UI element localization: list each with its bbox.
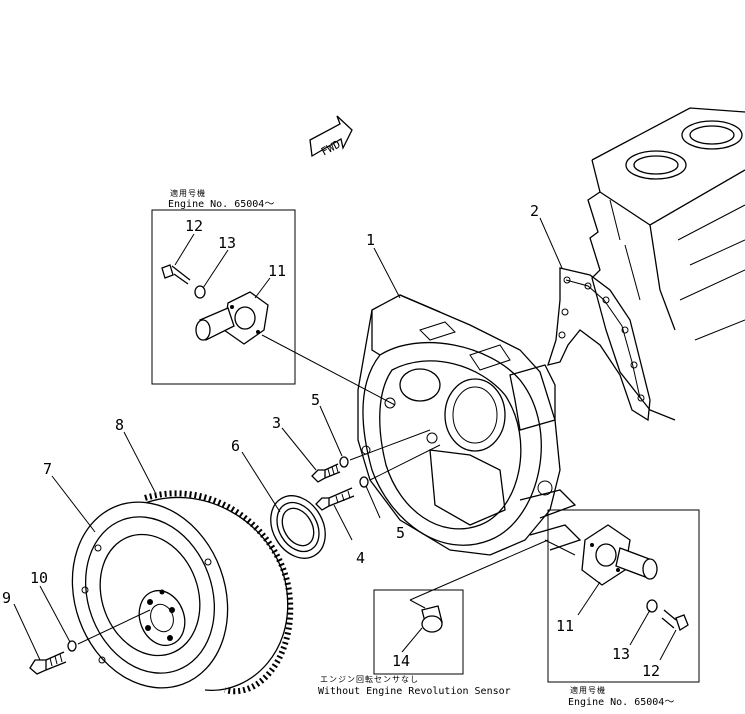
callout-1: 1 [366, 231, 375, 249]
callout-6: 6 [231, 437, 240, 455]
callout-12-bottom-right: 12 [642, 662, 660, 680]
washer-part-5-upper [339, 456, 349, 468]
inset-top-sensor-box: 適用号機 Engine No. 65004～ [151, 188, 396, 406]
callout-12-top: 12 [185, 217, 203, 235]
washer-part-10 [67, 640, 77, 652]
callout-11-top: 11 [268, 262, 286, 280]
gasket-part-2 [547, 267, 651, 422]
callout-11-bottom-right: 11 [556, 617, 574, 635]
inset-top-applies-en: Engine No. 65004～ [168, 199, 274, 210]
washer-part-5-lower [359, 476, 369, 488]
bolt-part-3 [311, 463, 341, 483]
inset-top-applies-jp: 適用号機 [170, 188, 206, 198]
callout-9: 9 [2, 589, 11, 607]
callout-10: 10 [30, 569, 48, 587]
inset-br-applies-en: Engine No. 65004～ [568, 697, 674, 708]
flywheel-part-7 [71, 496, 289, 691]
callout-13-top: 13 [218, 234, 236, 252]
fwd-arrow-icon: FWD [309, 115, 353, 158]
inset-bc-caption-jp: エンジン回転センサなし [320, 675, 419, 684]
leader-lines [13, 217, 677, 661]
inset-bottom-center-plug-box: エンジン回転センサなし Without Engine Revolution Se… [318, 539, 549, 697]
engine-block [587, 107, 745, 421]
callout-5-upper: 5 [311, 391, 320, 409]
callout-4: 4 [356, 549, 365, 567]
callout-7: 7 [43, 460, 52, 478]
callout-8: 8 [115, 416, 124, 434]
callout-labels: 1 2 3 4 5 5 6 7 8 9 10 11 11 12 12 13 13… [2, 202, 660, 680]
inset-br-applies-jp: 適用号機 [570, 685, 606, 695]
callout-2: 2 [530, 202, 539, 220]
ring-gear-part-8 [144, 490, 294, 695]
callout-5-lower: 5 [396, 524, 405, 542]
inset-bc-caption-en: Without Engine Revolution Sensor [318, 686, 511, 697]
callout-3: 3 [272, 414, 281, 432]
bolt-part-4 [315, 487, 355, 511]
callout-14: 14 [392, 652, 410, 670]
callout-13-bottom-right: 13 [612, 645, 630, 663]
flywheel-housing-part-1 [357, 294, 582, 556]
bolt-part-9 [29, 651, 67, 675]
inset-bottom-right-sensor-box: 適用号機 Engine No. 65004～ [544, 509, 700, 708]
oil-seal-part-6 [270, 495, 326, 559]
